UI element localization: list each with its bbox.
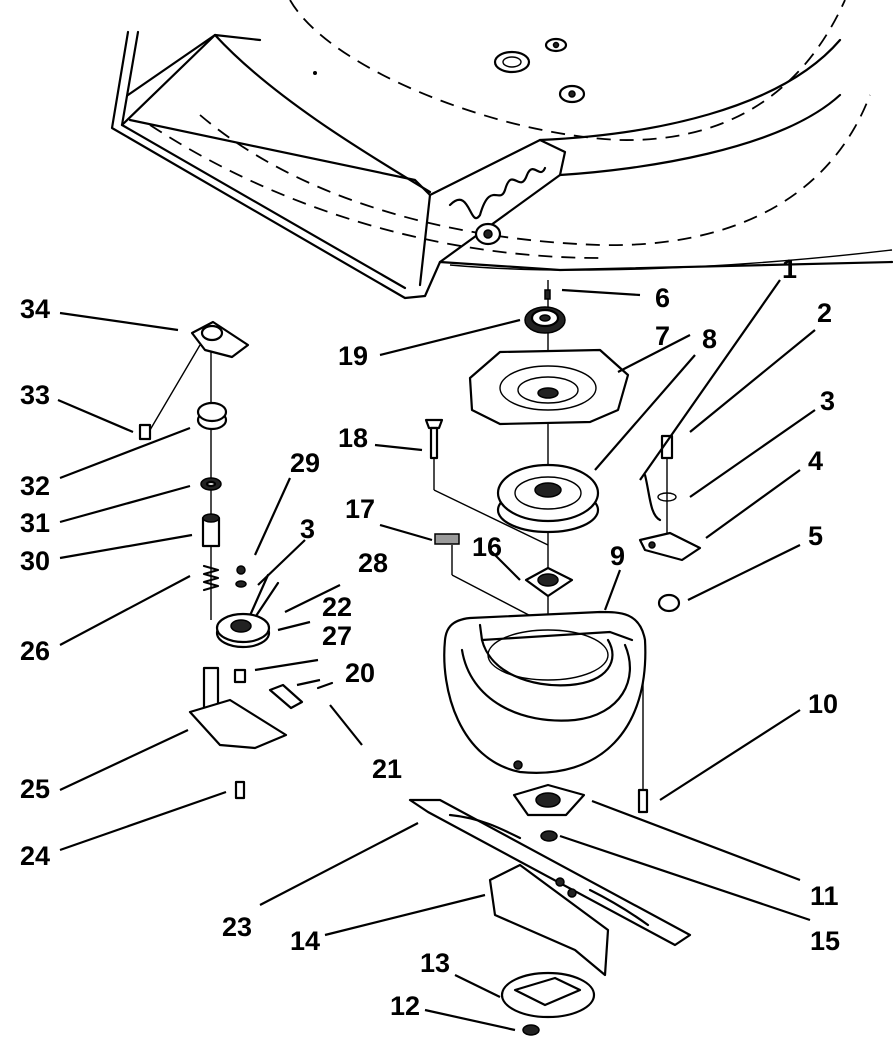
callout-29: 29 (290, 448, 320, 478)
screw-part (236, 565, 246, 575)
screw-part (138, 423, 152, 441)
center-drive-assembly (408, 280, 692, 1036)
washer-part (657, 492, 677, 502)
callout-21: 21 (372, 754, 402, 784)
bolt-part (637, 788, 649, 814)
base-plate-part (188, 698, 288, 750)
callout-15: 15 (810, 926, 840, 956)
mower-deck-housing (110, 0, 893, 300)
spacer-part (657, 593, 681, 613)
link-part (268, 683, 304, 710)
spacer-part (233, 668, 247, 684)
callout-16: 16 (472, 532, 502, 562)
callout-32: 32 (20, 471, 50, 501)
callout-18: 18 (338, 423, 368, 453)
callout-19: 19 (338, 341, 368, 371)
leader-lines (57, 279, 816, 1032)
callout-34: 34 (20, 294, 50, 324)
callout-17: 17 (345, 494, 375, 524)
callout-5: 5 (808, 521, 823, 551)
washer-part (235, 580, 247, 588)
callout-11: 11 (810, 881, 839, 911)
callout-23: 23 (222, 912, 252, 942)
nut-part (522, 1024, 540, 1036)
callout-1: 1 (782, 254, 797, 284)
key-part (434, 533, 460, 545)
callout-22: 22 (322, 592, 352, 622)
callout-labels: 1 2 3 3 4 5 6 7 8 9 10 11 12 13 14 15 16… (20, 254, 840, 1021)
adapter-part (540, 830, 558, 842)
bracket-part (190, 320, 250, 359)
callout-7: 7 (655, 321, 670, 351)
callout-8: 8 (702, 324, 717, 354)
key-part (544, 289, 551, 300)
blade-housing-part (443, 610, 647, 774)
callout-13: 13 (420, 948, 450, 978)
callout-27: 27 (322, 621, 352, 651)
callout-12: 12 (390, 991, 420, 1021)
blade-part (408, 798, 692, 947)
screw-part (234, 780, 246, 800)
callout-3-left: 3 (300, 514, 315, 544)
right-idler-parts (638, 434, 702, 613)
callout-2: 2 (817, 298, 832, 328)
cup-part (500, 971, 596, 1019)
spring-pin-part (643, 473, 662, 522)
left-side-parts (138, 320, 334, 800)
callout-25: 25 (20, 774, 50, 804)
callout-26: 26 (20, 636, 50, 666)
callout-30: 30 (20, 546, 50, 576)
callout-6: 6 (655, 283, 670, 313)
bolt-part (424, 418, 444, 430)
callout-4: 4 (808, 446, 823, 476)
callout-9: 9 (610, 541, 625, 571)
idler-arm-part (638, 531, 702, 562)
spring-part (202, 564, 220, 592)
callout-24: 24 (20, 841, 50, 871)
callout-31: 31 (20, 508, 50, 538)
drive-plate-part (468, 348, 630, 426)
callout-14: 14 (290, 926, 320, 956)
callout-10: 10 (808, 689, 838, 719)
callout-28: 28 (358, 548, 388, 578)
callout-20: 20 (345, 658, 375, 688)
callout-33: 33 (20, 380, 50, 410)
callout-3-right: 3 (820, 386, 835, 416)
blade-adapter-part (488, 863, 610, 977)
